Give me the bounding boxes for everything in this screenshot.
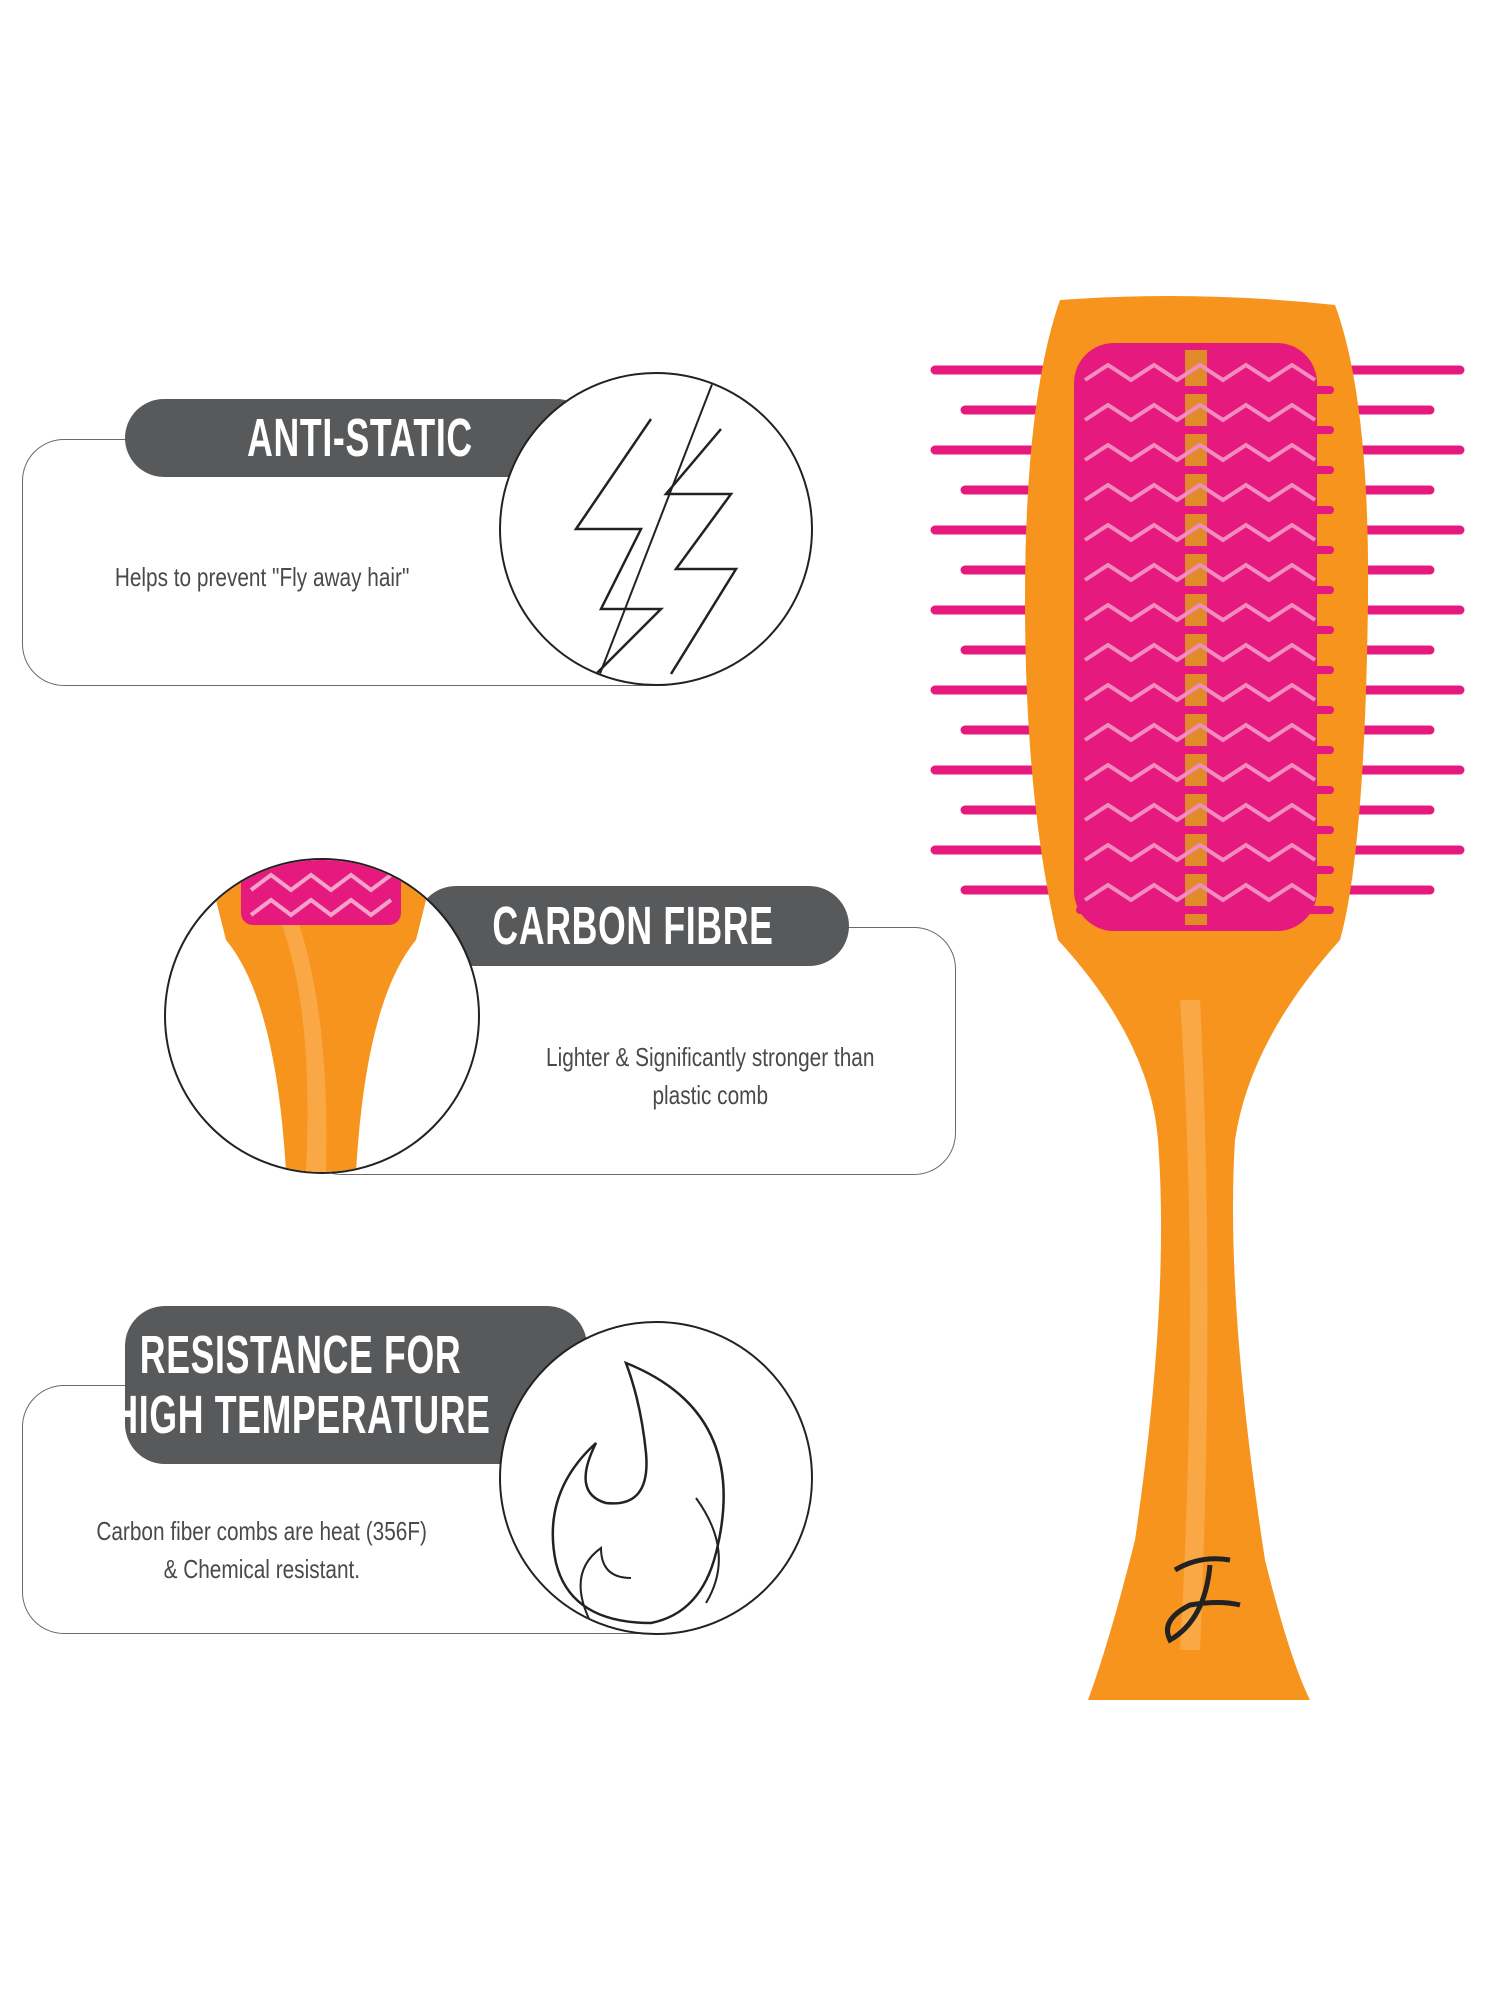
lattice-row xyxy=(1083,602,1317,623)
lattice-row xyxy=(1083,402,1317,423)
flame-icon xyxy=(499,1321,813,1635)
anti-static-label: ANTI-STATIC xyxy=(125,399,595,477)
lattice-row xyxy=(1083,522,1317,543)
lattice-row xyxy=(1083,362,1317,383)
heat-resistance-title-line-1: RESISTANCE FOR xyxy=(140,1325,462,1385)
anti-static-description: Helps to prevent "Fly away hair" xyxy=(114,562,410,592)
brand-logo xyxy=(1165,1556,1241,1644)
lightning-bolt-icon xyxy=(499,372,813,686)
carbon-fibre-description: Lighter & Significantly stronger than pl… xyxy=(545,1042,875,1110)
lattice-row xyxy=(1083,482,1317,503)
lattice-row xyxy=(1083,762,1317,783)
heat-resistance-description: Carbon fiber combs are heat (356F) & Che… xyxy=(96,1516,428,1584)
lattice-row xyxy=(1083,842,1317,863)
carbon-fibre-label: CARBON FIBRE xyxy=(416,886,849,966)
carbon-fibre-title: CARBON FIBRE xyxy=(491,896,774,956)
lattice-row xyxy=(1083,562,1317,583)
lattice-row xyxy=(1083,722,1317,743)
lattice-row xyxy=(1083,442,1317,463)
lattice-row xyxy=(1083,802,1317,823)
lattice-row xyxy=(1083,682,1317,703)
brush-handle-closeup xyxy=(164,858,480,1174)
lattice-row xyxy=(1083,642,1317,663)
hair-brush-image xyxy=(930,296,1465,1700)
anti-static-title: ANTI-STATIC xyxy=(247,408,473,468)
heat-resistance-title-line-2: HIGH TEMPERATURE xyxy=(111,1385,491,1445)
lattice-row xyxy=(1083,882,1317,903)
